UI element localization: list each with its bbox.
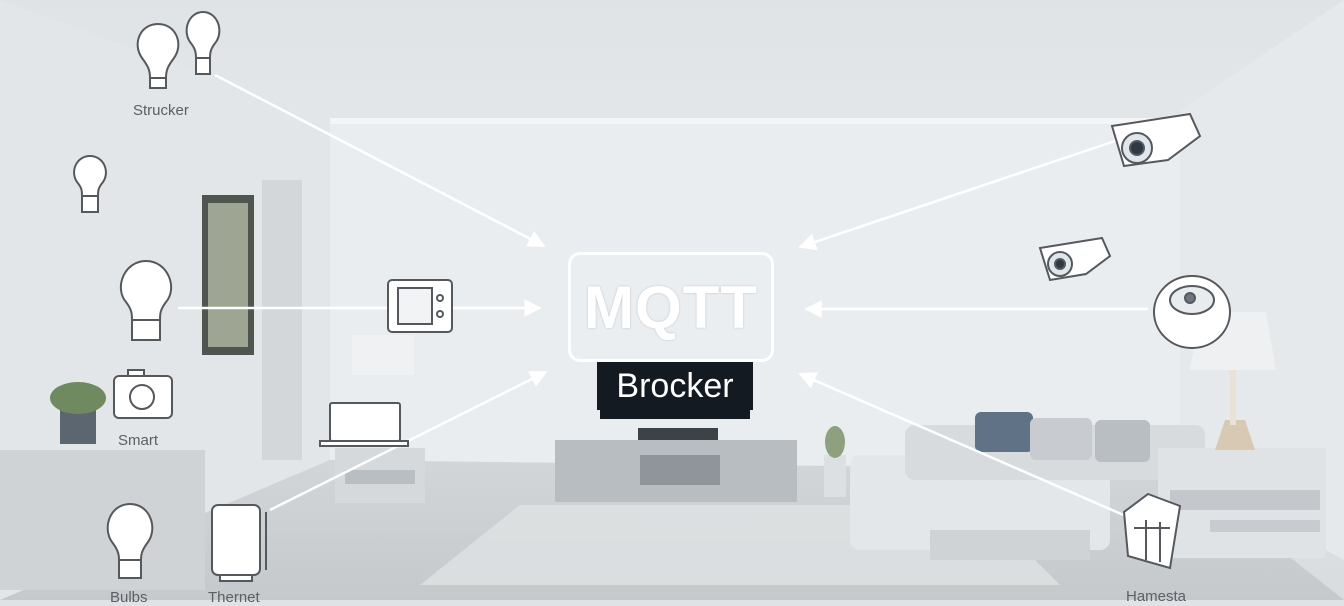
camera-icon [113, 369, 173, 419]
laptop-icon [319, 402, 409, 447]
bulb-icon [185, 10, 221, 75]
label-thermostat: Thernet [208, 589, 260, 606]
connector-bulbs-top [214, 73, 546, 248]
connector-camera-top [798, 138, 1119, 251]
mqtt-broker-box: MQTT [568, 252, 774, 362]
label-hub: Hamesta [1126, 588, 1187, 605]
hub-icon [1122, 492, 1182, 570]
security-camera-icon [1110, 112, 1202, 168]
label-bulbs: Bulbs [110, 589, 148, 606]
label-top-left: Strucker [133, 102, 189, 119]
bulb-icon [106, 502, 154, 579]
security-camera-icon [1038, 236, 1112, 282]
broker-title: MQTT [584, 273, 758, 341]
bulb-icon [119, 259, 173, 341]
bulb-icon [136, 22, 180, 89]
tablet-icon [211, 504, 267, 582]
broker-subtitle: Brocker [597, 362, 753, 410]
connection-lines [178, 73, 1148, 522]
connector-hub [798, 372, 1136, 522]
smart-device-icon [387, 279, 453, 333]
bulb-icon [73, 154, 107, 213]
smart-speaker-icon [1153, 275, 1231, 349]
label-smart: Smart [118, 432, 159, 449]
